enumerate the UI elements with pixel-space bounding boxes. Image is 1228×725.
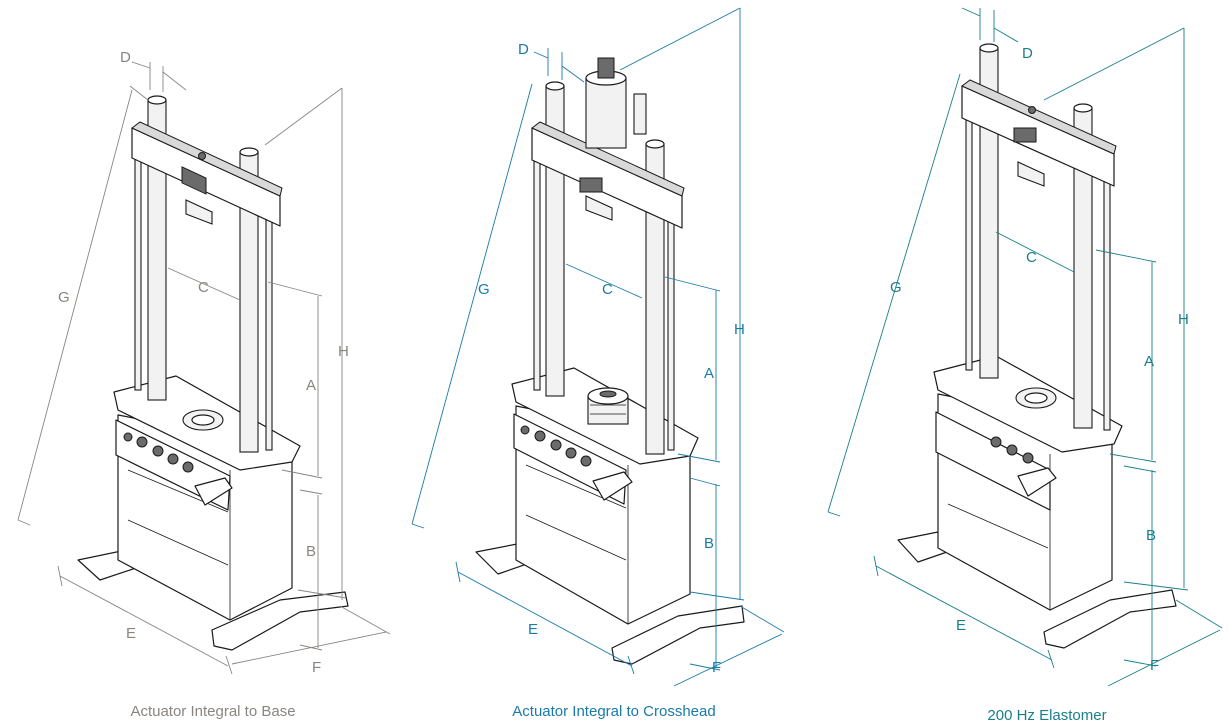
load-frame-drawing [475,57,745,665]
dimension-labels: D G C H A B E F [478,41,745,676]
figure-caption: Actuator Integral to Crosshead [512,703,715,720]
label-b: B [1146,527,1156,544]
label-f: F [312,659,321,676]
label-c: C [198,279,209,296]
label-g: G [58,289,70,306]
dimension-labels: D G C H A B E F [890,45,1189,674]
figure-200hz-elastomer: D G C H A B E F 200 Hz Elastomer [827,7,1223,724]
figure-actuator-integral-to-base: D G C H A B E F Actuator Integral to Bas… [17,49,391,720]
label-c: C [602,281,613,298]
label-g: G [478,281,490,298]
load-frame-drawing [77,95,349,651]
label-d: D [120,49,131,66]
dimension-lines [17,61,391,675]
dimension-labels: D G C H A B E F [58,49,349,676]
figure-caption: Actuator Integral to Base [130,703,295,720]
label-a: A [1144,353,1154,370]
label-h: H [338,343,349,360]
dimension-lines [411,7,785,687]
dimension-lines [827,7,1223,687]
label-c: C [1026,249,1037,266]
label-b: B [704,535,714,552]
label-h: H [734,321,745,338]
label-d: D [518,41,529,58]
label-d: D [1022,45,1033,62]
figure-caption: 200 Hz Elastomer [987,707,1106,724]
label-e: E [956,617,966,634]
label-f: F [712,659,721,676]
label-f: F [1150,657,1159,674]
label-a: A [704,365,714,382]
label-g: G [890,279,902,296]
label-b: B [306,543,316,560]
load-frame-drawing [897,43,1177,649]
label-e: E [528,621,538,638]
label-a: A [306,377,316,394]
figure-actuator-integral-to-crosshead: D G C H A B E F Actuator Integral to Cro… [411,7,785,720]
label-h: H [1178,311,1189,328]
label-e: E [126,625,136,642]
